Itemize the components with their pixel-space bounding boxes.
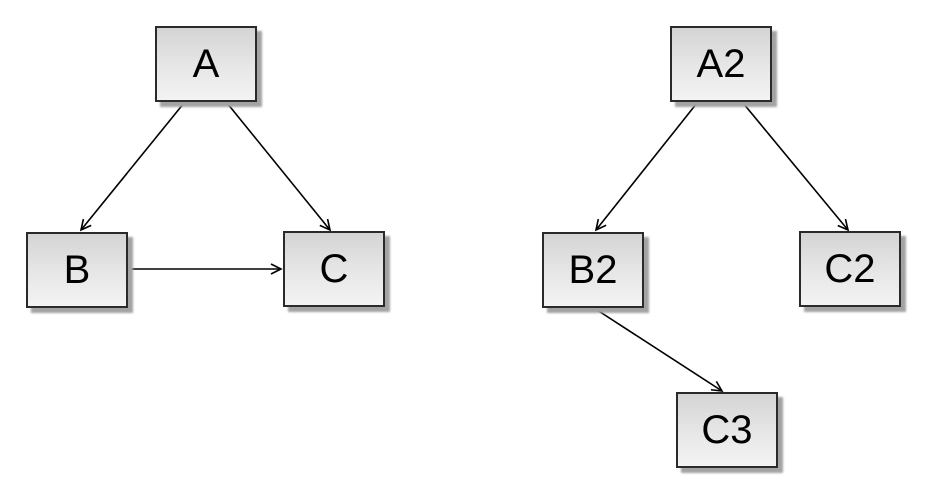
edge-A2-to-B2	[594, 102, 698, 232]
node-C3[interactable]: C3	[676, 392, 778, 468]
edge-A2-to-C2	[742, 102, 850, 232]
node-A2-label: A2	[696, 42, 746, 86]
node-B[interactable]: B	[26, 232, 128, 308]
node-A-label: A	[192, 42, 220, 86]
node-B-label: B	[63, 248, 91, 292]
node-C2-label: C2	[824, 247, 876, 291]
node-C2[interactable]: C2	[799, 231, 901, 307]
node-C-label: C	[319, 247, 349, 291]
edge-A-to-C	[226, 102, 332, 232]
node-A2[interactable]: A2	[670, 26, 772, 102]
node-A[interactable]: A	[155, 26, 257, 102]
edge-B2-to-C3	[593, 307, 724, 392]
edge-A-to-B	[79, 102, 185, 232]
node-C3-label: C3	[701, 408, 753, 452]
node-B2-label: B2	[568, 248, 618, 292]
node-C[interactable]: C	[283, 231, 385, 307]
node-B2[interactable]: B2	[542, 232, 644, 308]
